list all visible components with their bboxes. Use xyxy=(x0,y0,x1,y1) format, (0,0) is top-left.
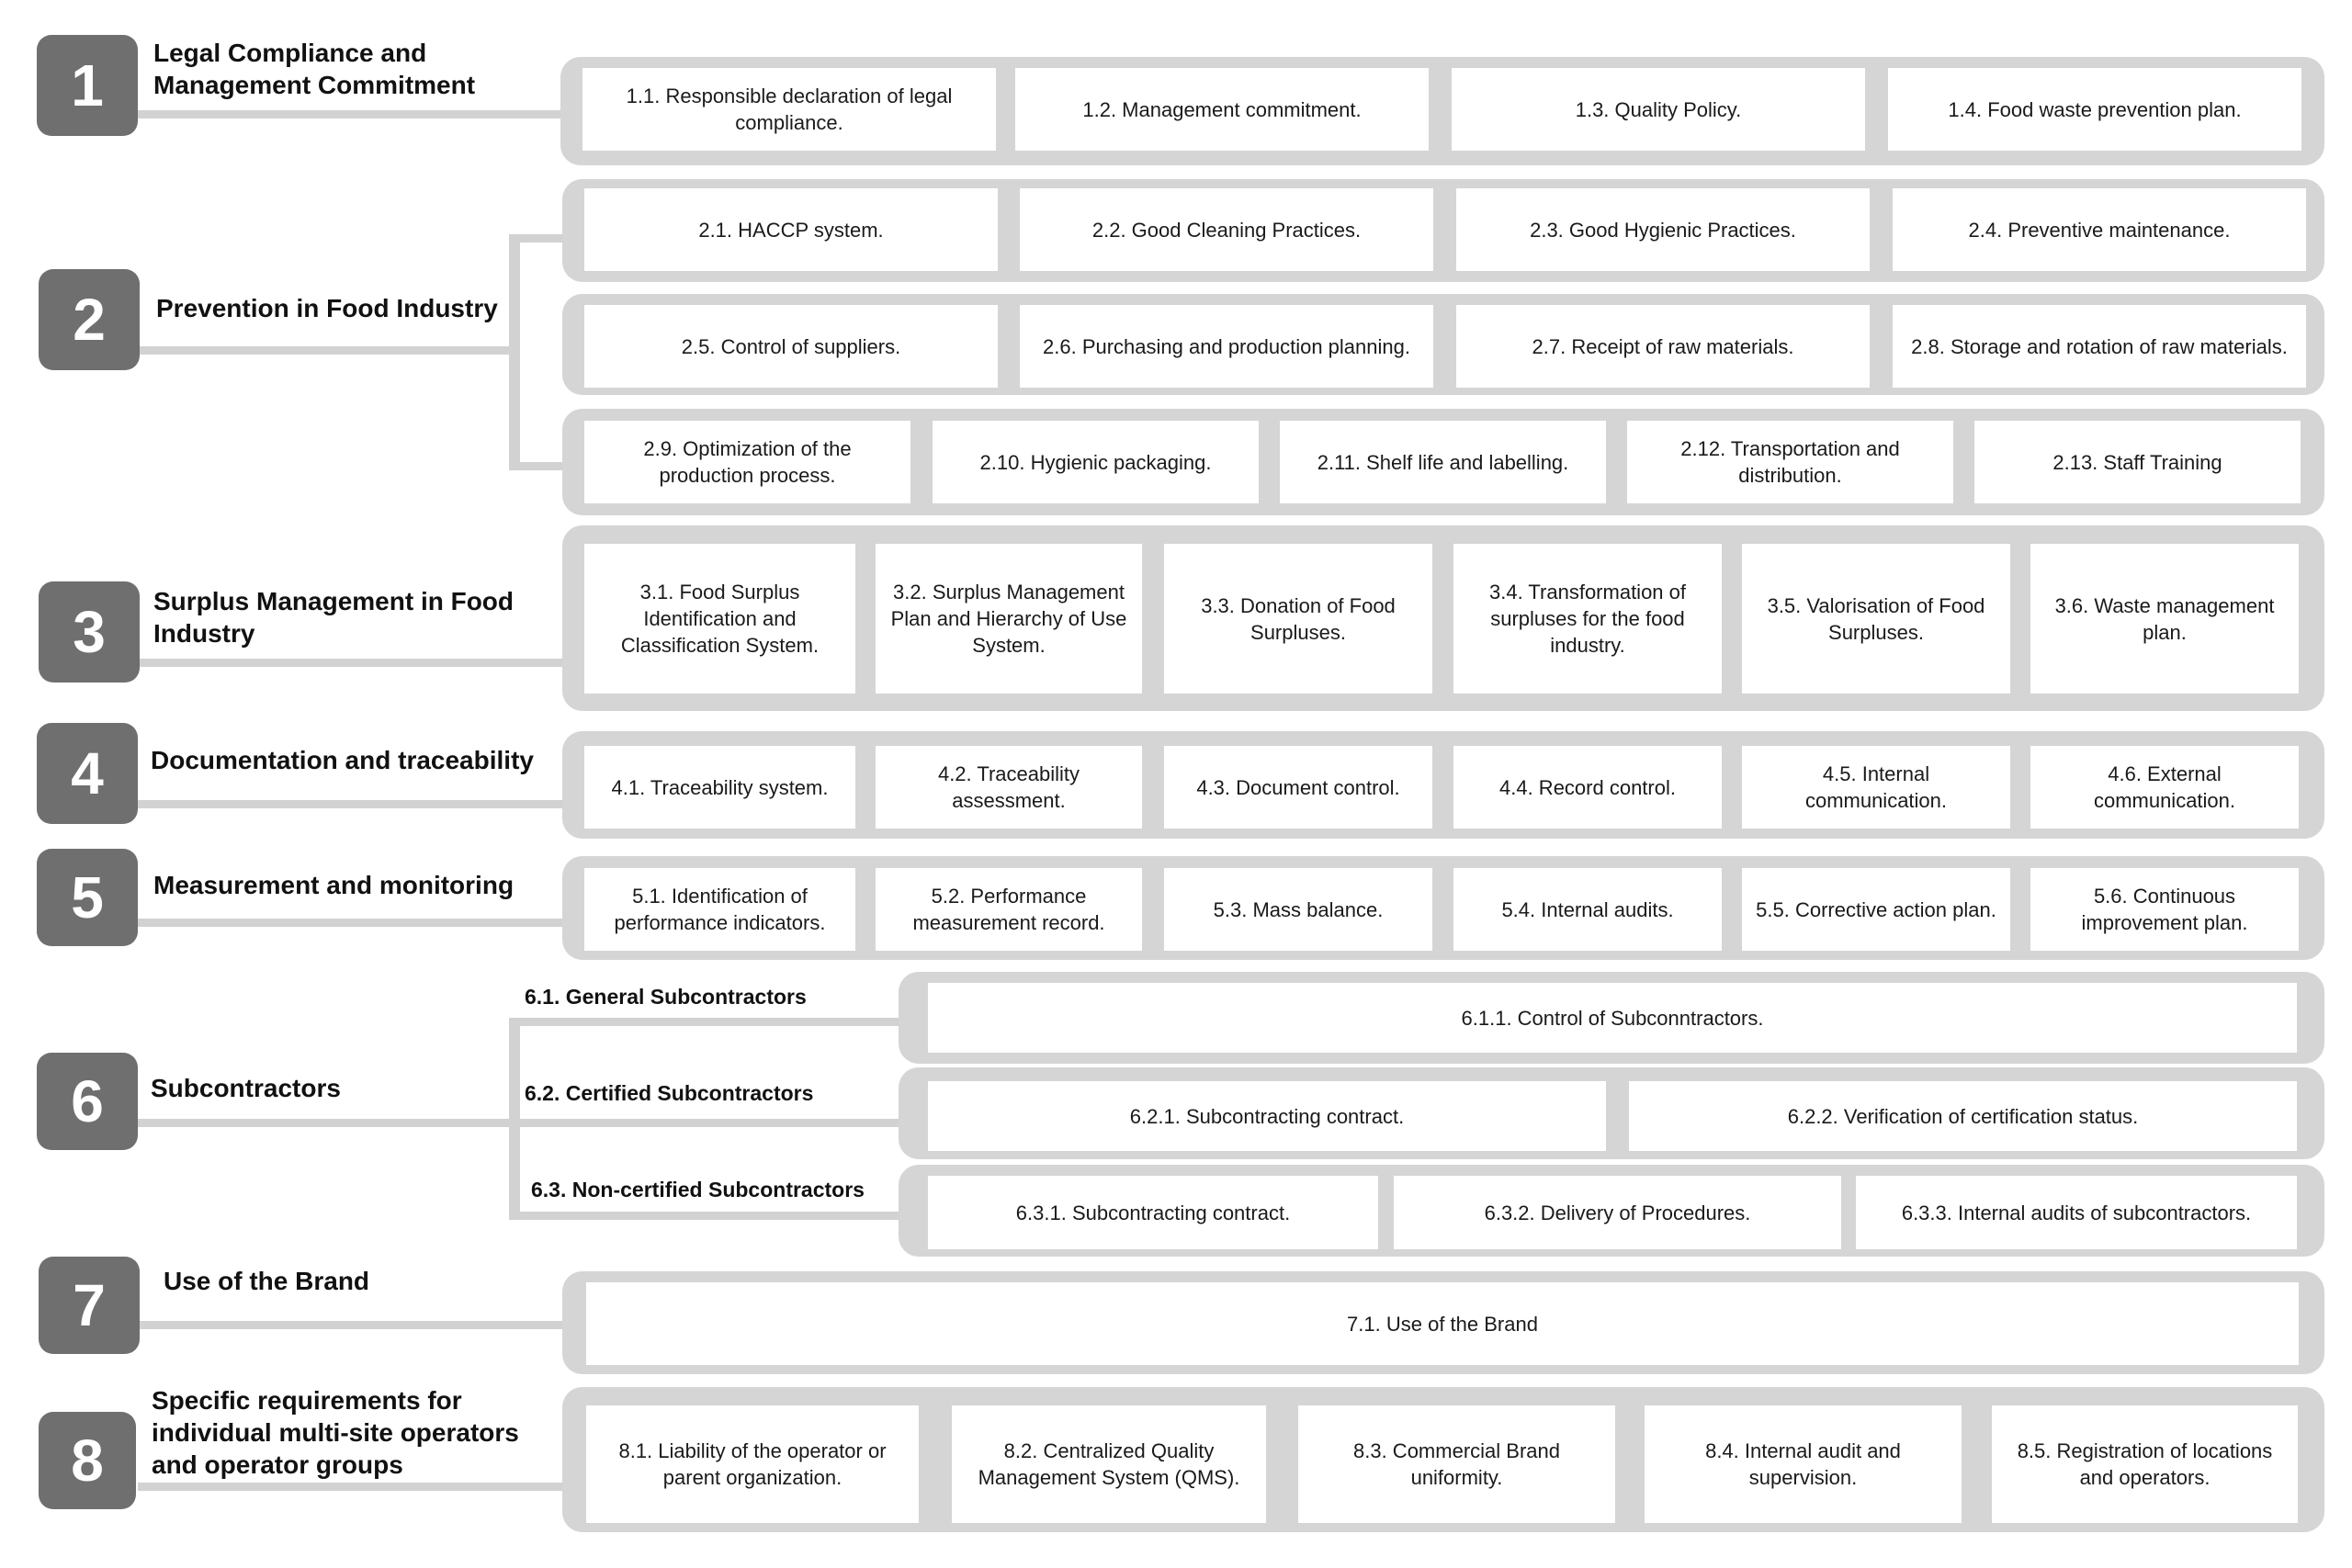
bracket-line xyxy=(509,462,564,470)
bracket-line xyxy=(509,1212,904,1220)
requirement-box: 1.1. Responsible declaration of legal co… xyxy=(582,68,996,151)
bracket-line xyxy=(509,1119,904,1127)
requirement-box: 6.3.3. Internal audits of subcontractors… xyxy=(1856,1176,2297,1249)
requirement-box: 2.5. Control of suppliers. xyxy=(584,305,998,388)
connector-line xyxy=(138,1119,514,1127)
requirement-box: 2.6. Purchasing and production planning. xyxy=(1020,305,1433,388)
section-1-number: 1 xyxy=(37,35,138,136)
requirement-box: 4.5. Internal communication. xyxy=(1742,746,2010,829)
connector-line xyxy=(138,1483,570,1491)
requirement-box: 1.3. Quality Policy. xyxy=(1452,68,1865,151)
requirement-box: 7.1. Use of the Brand xyxy=(586,1282,2299,1365)
requirement-box: 8.5. Registration of locations and opera… xyxy=(1992,1405,2298,1523)
section-6-number: 6 xyxy=(37,1053,138,1150)
subgroup-title: 6.1. General Subcontractors xyxy=(525,985,807,1009)
requirement-box: 5.4. Internal audits. xyxy=(1453,868,1722,951)
requirement-box: 5.6. Continuous improvement plan. xyxy=(2030,868,2299,951)
section-6-title: Subcontractors xyxy=(151,1074,341,1102)
requirement-box: 6.3.2. Delivery of Procedures. xyxy=(1394,1176,1841,1249)
subgroup-title: 6.3. Non-certified Subcontractors xyxy=(531,1178,865,1201)
section-4-title: Documentation and traceability xyxy=(151,746,534,774)
section-8-number: 8 xyxy=(39,1412,136,1509)
section-3-number: 3 xyxy=(39,581,140,682)
section-7-number: 7 xyxy=(39,1257,140,1354)
requirement-box: 3.4. Transformation of surpluses for the… xyxy=(1453,544,1722,694)
requirement-box: 5.5. Corrective action plan. xyxy=(1742,868,2010,951)
requirement-box: 3.1. Food Surplus Identification and Cla… xyxy=(584,544,855,694)
requirement-box: 1.4. Food waste prevention plan. xyxy=(1888,68,2301,151)
requirement-box: 6.2.2. Verification of certification sta… xyxy=(1629,1081,2297,1151)
section-2-number: 2 xyxy=(39,269,140,370)
requirement-box: 2.13. Staff Training xyxy=(1974,421,2301,503)
requirement-box: 5.1. Identification of performance indic… xyxy=(584,868,855,951)
requirement-box: 6.2.1. Subcontracting contract. xyxy=(928,1081,1606,1151)
requirement-box: 4.2. Traceability assessment. xyxy=(876,746,1142,829)
requirement-box: 4.1. Traceability system. xyxy=(584,746,855,829)
connector-line xyxy=(138,110,570,118)
requirement-box: 4.6. External communication. xyxy=(2030,746,2299,829)
section-1-title: Legal Compliance and Management Commitme… xyxy=(153,39,476,99)
subgroup-title: 6.2. Certified Subcontractors xyxy=(525,1081,814,1105)
section-4-number: 4 xyxy=(37,723,138,824)
requirement-box: 2.3. Good Hygienic Practices. xyxy=(1456,188,1870,271)
requirement-box: 4.3. Document control. xyxy=(1164,746,1432,829)
requirement-box: 8.4. Internal audit and supervision. xyxy=(1645,1405,1962,1523)
bracket-line xyxy=(509,234,564,243)
connector-line xyxy=(138,919,570,927)
connector-line xyxy=(138,1321,570,1329)
requirement-box: 2.10. Hygienic packaging. xyxy=(933,421,1259,503)
section-2-title: Prevention in Food Industry xyxy=(156,294,498,322)
requirement-box: 5.2. Performance measurement record. xyxy=(876,868,1142,951)
section-7-title: Use of the Brand xyxy=(164,1267,370,1295)
requirement-box: 2.1. HACCP system. xyxy=(584,188,998,271)
requirement-box: 1.2. Management commitment. xyxy=(1015,68,1429,151)
requirement-box: 3.3. Donation of Food Surpluses. xyxy=(1164,544,1432,694)
bracket-line xyxy=(509,234,520,468)
requirement-box: 2.8. Storage and rotation of raw materia… xyxy=(1893,305,2306,388)
requirement-box: 3.2. Surplus Management Plan and Hierarc… xyxy=(876,544,1142,694)
connector-line xyxy=(138,659,570,667)
requirement-box: 6.1.1. Control of Subconntractors. xyxy=(928,983,2297,1053)
requirement-box: 2.9. Optimization of the production proc… xyxy=(584,421,910,503)
section-5-title: Measurement and monitoring xyxy=(153,871,514,899)
requirement-box: 8.1. Liability of the operator or parent… xyxy=(586,1405,919,1523)
connector-line xyxy=(138,800,570,808)
section-8-title: Specific requirements for individual mul… xyxy=(152,1386,519,1479)
section-5-number: 5 xyxy=(37,849,138,946)
connector-line xyxy=(138,346,514,355)
requirement-box: 2.2. Good Cleaning Practices. xyxy=(1020,188,1433,271)
requirement-box: 2.11. Shelf life and labelling. xyxy=(1280,421,1606,503)
requirement-box: 2.12. Transportation and distribution. xyxy=(1627,421,1953,503)
requirement-box: 6.3.1. Subcontracting contract. xyxy=(928,1176,1378,1249)
bracket-line xyxy=(509,1018,904,1026)
requirement-box: 3.5. Valorisation of Food Surpluses. xyxy=(1742,544,2010,694)
section-3-title: Surplus Management in Food Industry xyxy=(153,587,514,648)
requirement-box: 5.3. Mass balance. xyxy=(1164,868,1432,951)
requirement-box: 2.7. Receipt of raw materials. xyxy=(1456,305,1870,388)
requirement-box: 3.6. Waste management plan. xyxy=(2030,544,2299,694)
requirement-box: 8.3. Commercial Brand uniformity. xyxy=(1298,1405,1615,1523)
requirement-box: 4.4. Record control. xyxy=(1453,746,1722,829)
requirement-box: 8.2. Centralized Quality Management Syst… xyxy=(952,1405,1266,1523)
requirement-box: 2.4. Preventive maintenance. xyxy=(1893,188,2306,271)
